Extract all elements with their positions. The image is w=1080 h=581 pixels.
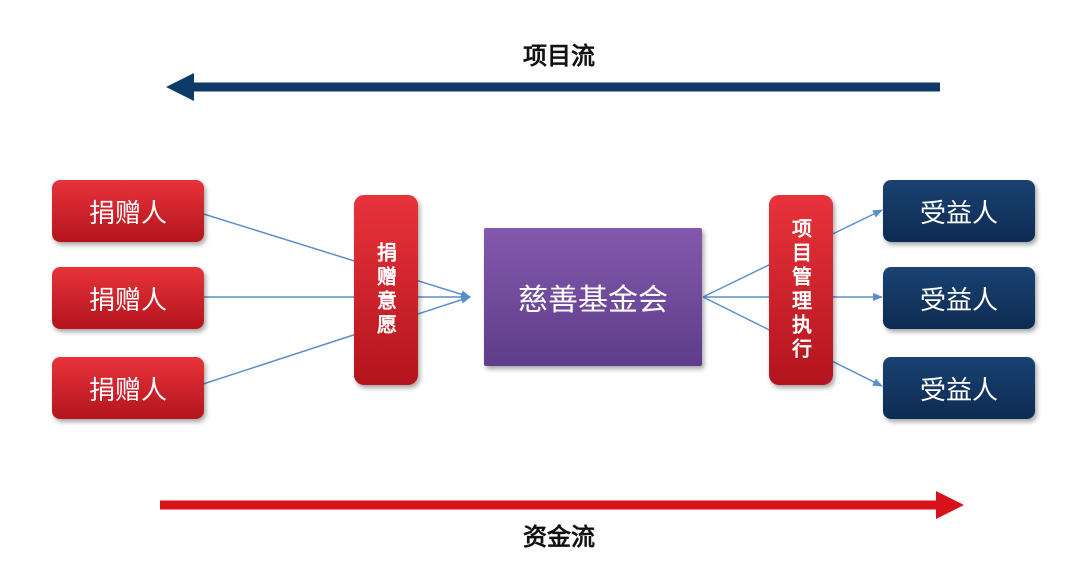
foundation-box: 慈善基金会 bbox=[484, 228, 702, 366]
project-flow-arrow-head bbox=[166, 73, 194, 101]
fund-flow-arrow-head bbox=[936, 491, 964, 519]
donor-box-3: 捐赠人 bbox=[52, 357, 204, 419]
project-management-box: 项目管理执行 bbox=[769, 195, 833, 385]
beneficiary-box-2: 受益人 bbox=[883, 267, 1035, 329]
beneficiary-box-1: 受益人 bbox=[883, 180, 1035, 242]
donor-box-2: 捐赠人 bbox=[52, 267, 204, 329]
fund-flow-label: 资金流 bbox=[523, 523, 595, 551]
donation-will-box: 捐赠意愿 bbox=[354, 195, 418, 385]
project-flow-label: 项目流 bbox=[523, 42, 595, 70]
donor-3-connector bbox=[193, 295, 471, 388]
donor-box-1: 捐赠人 bbox=[52, 180, 204, 242]
beneficiary-box-3: 受益人 bbox=[883, 357, 1035, 419]
donor-1-connector bbox=[193, 210, 471, 299]
